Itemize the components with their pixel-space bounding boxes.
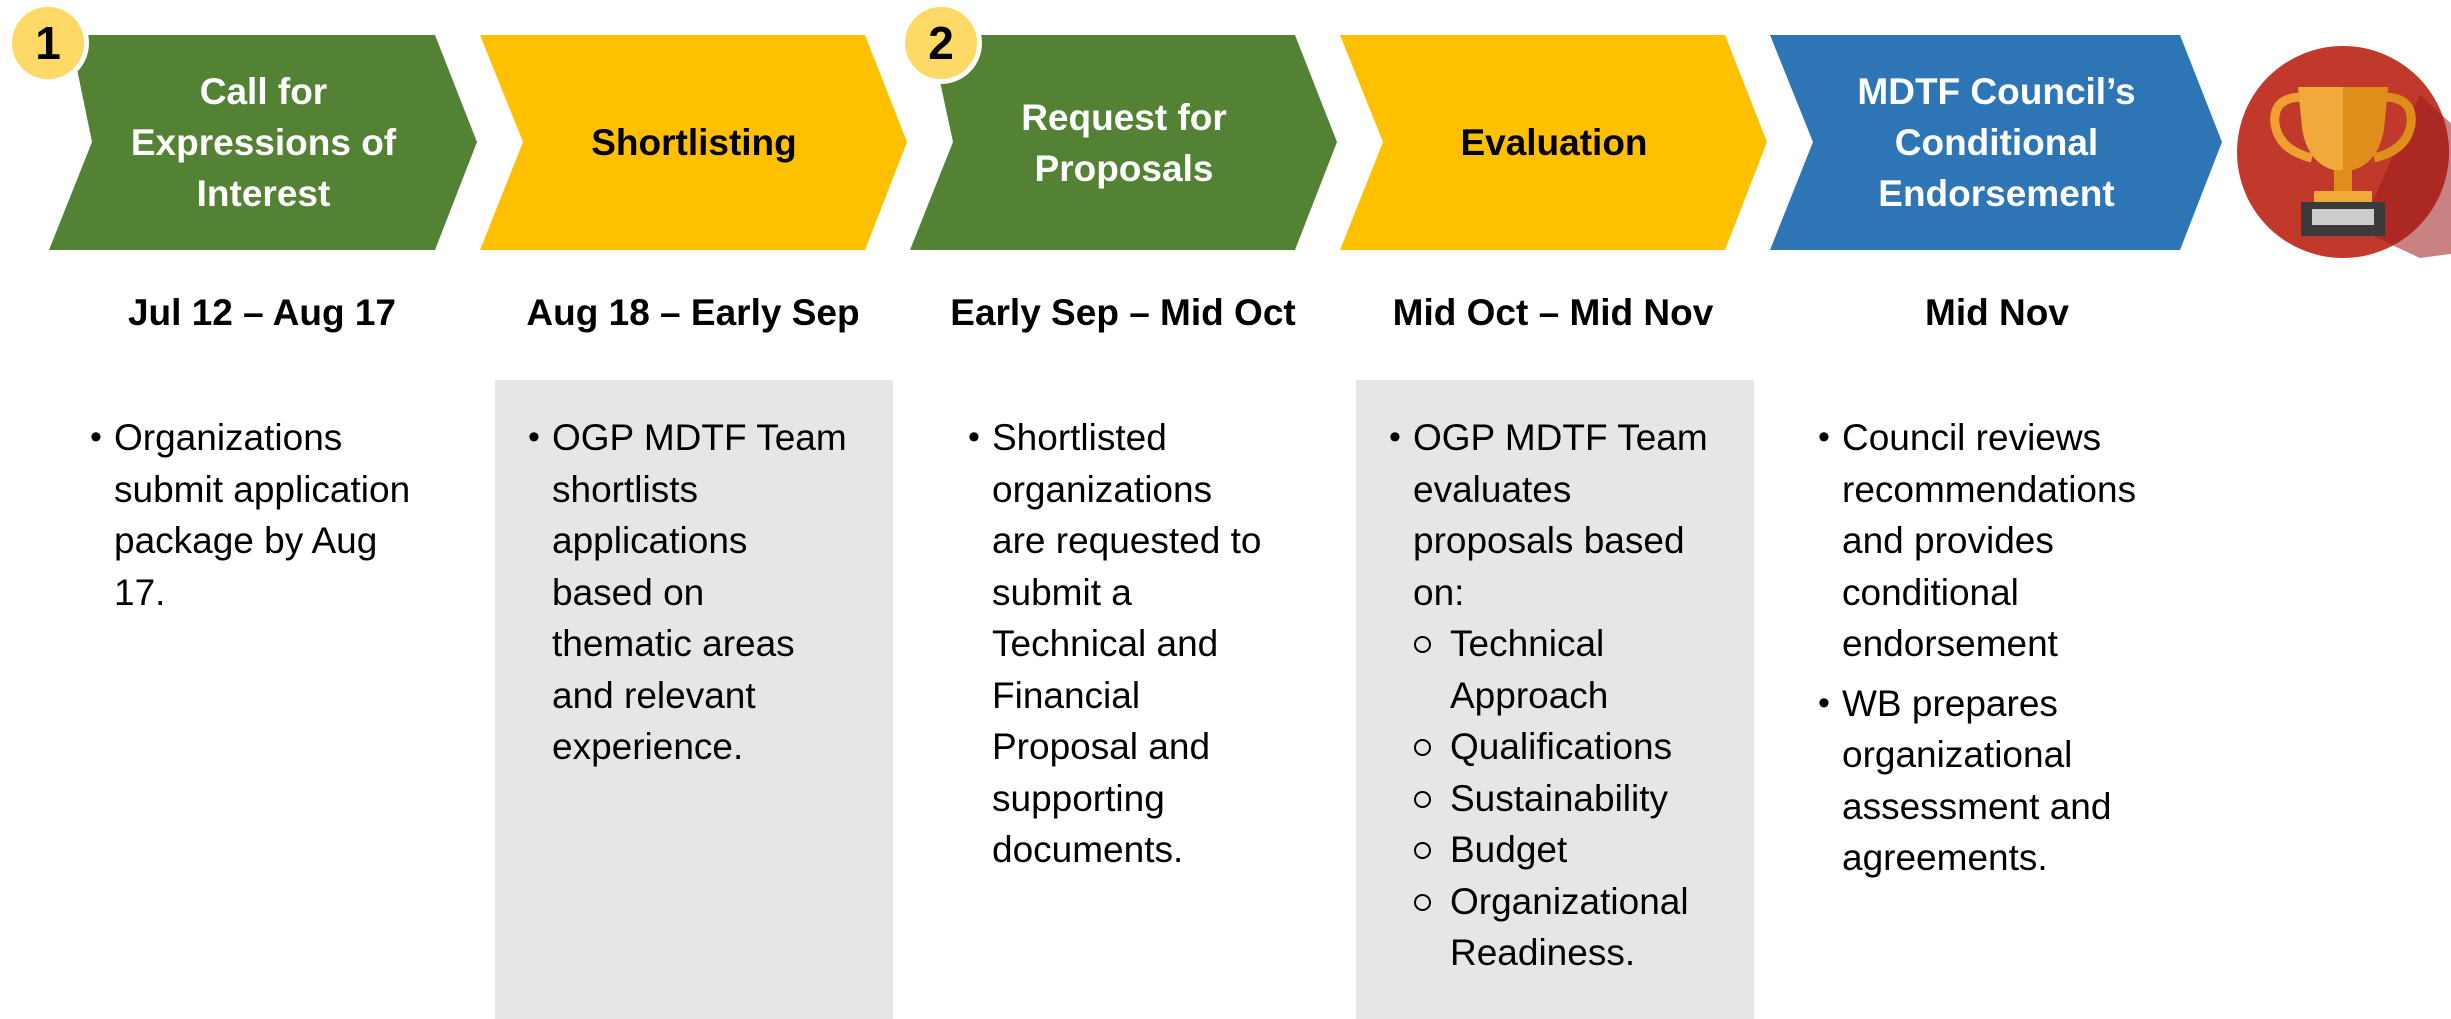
stage-description-council-endorsement: Council reviews recommendations and prov…: [1818, 412, 2198, 892]
description-line: conditional: [1842, 571, 2019, 613]
description-line: Readiness.: [1450, 932, 1636, 973]
description-bullet: Shortlisted organizations are requested …: [968, 412, 1328, 876]
description-line: Council reviews: [1842, 417, 2102, 458]
description-line: submit a: [992, 571, 1132, 613]
description-line: and relevant: [552, 674, 756, 716]
description-line: assessment and: [1842, 785, 2112, 827]
stage-title-line: Call for: [199, 71, 328, 112]
description-line: Organizations: [114, 417, 343, 458]
criteria-item: Budget: [1413, 824, 1749, 876]
criteria-item: Qualifications: [1413, 721, 1749, 773]
description-bullet: Council reviews recommendations and prov…: [1818, 412, 2198, 670]
stage-description-request-for-proposals: Shortlisted organizations are requested …: [968, 412, 1328, 884]
description-line: Qualifications: [1450, 726, 1673, 767]
stage-title-shortlisting: Shortlisting: [523, 35, 865, 250]
description-line: package by Aug: [114, 520, 378, 561]
description-line: Proposal and: [992, 726, 1211, 767]
description-line: based on: [552, 571, 705, 613]
stage-title-line: Interest: [196, 173, 331, 214]
description-line: 17.: [114, 571, 166, 613]
description-line: Sustainability: [1450, 777, 1669, 819]
criteria-item: Organizational Readiness.: [1413, 876, 1749, 979]
chevron-evaluation: [1340, 35, 1767, 250]
description-line: documents.: [992, 829, 1184, 870]
description-line: recommendations: [1842, 468, 2137, 510]
description-line: Approach: [1450, 674, 1609, 716]
description-line: WB prepares: [1842, 682, 2058, 724]
stage-title-line: Proposals: [1034, 147, 1214, 189]
description-line: endorsement: [1842, 623, 2058, 664]
step-badge-2: 2: [900, 2, 982, 84]
step-badge-1: 1: [7, 2, 89, 84]
stage-date: Early Sep – Mid Oct: [950, 292, 1296, 333]
stage-date: Jul 12 – Aug 17: [127, 292, 396, 333]
stage-title-line: Evaluation: [1460, 122, 1648, 163]
description-line: proposals based: [1413, 520, 1685, 561]
description-line: and provides: [1842, 520, 2054, 561]
description-line: shortlists: [552, 468, 698, 510]
description-line: organizational: [1842, 734, 2073, 775]
description-line: applications: [552, 520, 748, 561]
stage-date: Mid Nov: [1925, 292, 2069, 333]
stage-title-line: MDTF Council’s: [1857, 71, 2136, 112]
description-line: Shortlisted: [992, 417, 1167, 458]
criteria-list: Technical Approach Qualifications Sustai…: [1413, 618, 1749, 979]
stage-description-call-for-expressions: Organizations submit application package…: [90, 412, 470, 626]
stage-title-call-for-expressions: Call for Expressions of Interest: [92, 35, 435, 250]
stage-title-line: Conditional: [1894, 122, 2099, 163]
description-line: submit application: [114, 468, 411, 510]
description-line: experience.: [552, 726, 744, 767]
chevron-request-for-proposals: [910, 35, 1337, 250]
stage-description-shortlisting: OGP MDTF Team shortlists applications ba…: [528, 412, 888, 781]
description-line: agreements.: [1842, 837, 2048, 878]
description-line: Technical: [1450, 623, 1605, 664]
description-line: organizations: [992, 468, 1213, 510]
criteria-item: Technical Approach: [1413, 618, 1749, 721]
criteria-item: Sustainability: [1413, 773, 1749, 825]
chevron-council-endorsement: [1770, 35, 2222, 250]
description-line: evaluates: [1413, 468, 1572, 510]
description-line: are requested to: [992, 520, 1262, 561]
description-line: OGP MDTF Team: [1413, 417, 1708, 458]
description-line: Organizational: [1450, 880, 1689, 922]
stage-date: Mid Oct – Mid Nov: [1392, 292, 1714, 333]
description-line: thematic areas: [552, 623, 795, 664]
description-line: Financial: [992, 674, 1141, 716]
stage-title-line: Endorsement: [1878, 173, 2115, 214]
description-line: Budget: [1450, 829, 1568, 870]
stage-title-line: Shortlisting: [591, 122, 797, 163]
chevron-shortlisting: [480, 35, 907, 250]
stage-title-line: Request for: [1021, 96, 1227, 138]
description-bullet: Organizations submit application package…: [90, 412, 470, 618]
description-bullet: OGP MDTF Team shortlists applications ba…: [528, 412, 888, 773]
description-bullet: OGP MDTF Team evaluates proposals based …: [1389, 412, 1749, 979]
stage-title-evaluation: Evaluation: [1383, 35, 1725, 250]
description-bullet: WB prepares organizational assessment an…: [1818, 678, 2198, 884]
stage-date: Aug 18 – Early Sep: [526, 292, 860, 333]
description-line: on:: [1413, 571, 1465, 613]
stage-title-line: Expressions of: [130, 122, 397, 163]
stage-title-council-endorsement: MDTF Council’s Conditional Endorsement: [1813, 35, 2180, 250]
chevron-call-for-expressions: [49, 35, 477, 250]
stage-title-request-for-proposals: Request for Proposals: [953, 35, 1295, 250]
description-line: Technical and: [992, 623, 1219, 664]
stage-description-evaluation: OGP MDTF Team evaluates proposals based …: [1389, 412, 1749, 987]
description-line: supporting: [992, 777, 1165, 819]
description-line: OGP MDTF Team: [552, 417, 847, 458]
trophy-icon: [2237, 46, 2451, 258]
